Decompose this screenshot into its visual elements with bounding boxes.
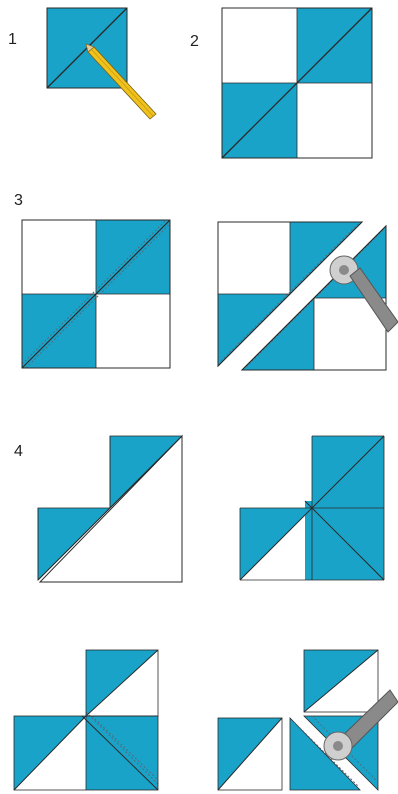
rotary-cutter-icon-2 bbox=[323, 689, 398, 761]
step-4-layout-b bbox=[239, 435, 385, 581]
step-4-layout-d bbox=[217, 649, 379, 791]
step-3-stitched-block bbox=[21, 219, 171, 369]
pencil-icon bbox=[85, 43, 157, 120]
step-3-label: 3 bbox=[14, 192, 23, 209]
step-4-layout-c bbox=[13, 649, 159, 791]
step-2-label: 2 bbox=[190, 33, 199, 50]
step-1-square bbox=[46, 7, 128, 89]
step-3-cut-block bbox=[217, 221, 387, 371]
rotary-cutter-icon bbox=[329, 255, 398, 333]
step-2-block bbox=[221, 7, 373, 159]
step-4-layout-a bbox=[37, 434, 183, 583]
step-1-label: 1 bbox=[8, 31, 17, 48]
step-4-label: 4 bbox=[14, 443, 23, 460]
